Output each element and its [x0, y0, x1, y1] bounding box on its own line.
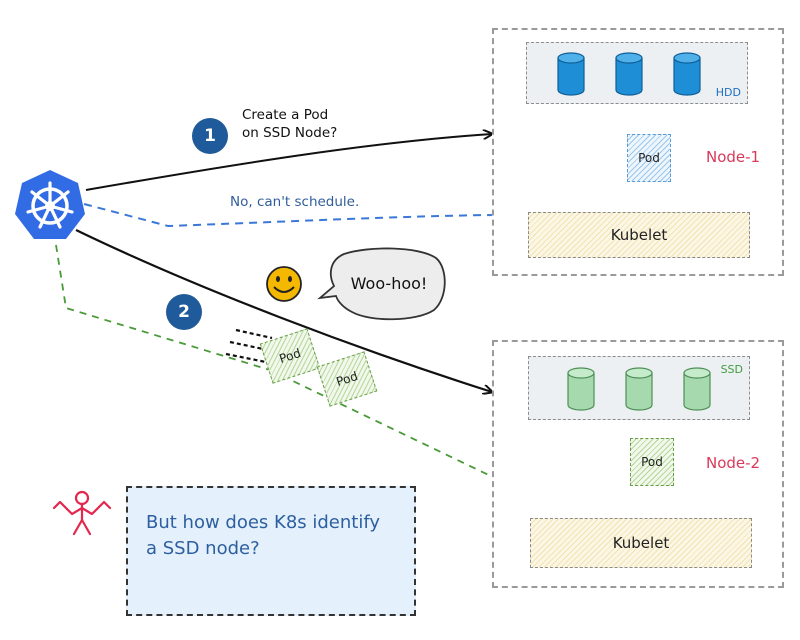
node-2-label: Node-2 [706, 454, 761, 472]
node-1-pod[interactable]: Pod [627, 134, 671, 182]
disk-cylinder-icon [683, 367, 711, 411]
confused-person-icon [52, 490, 112, 536]
reject-line [83, 203, 496, 228]
node-2-pod[interactable]: Pod [630, 438, 674, 486]
disk-cylinder-icon [625, 367, 653, 411]
ssd-disk-tray: SSD [528, 356, 750, 420]
motion-lines [225, 328, 273, 364]
question-line-1: But how does K8s identify [146, 512, 381, 533]
node-2-kubelet[interactable]: Kubelet [530, 518, 752, 568]
green-dashed-line-right [269, 369, 496, 479]
node-1-label: Node-1 [706, 148, 761, 166]
question-line-2: a SSD node? [146, 538, 260, 559]
request-arrow [85, 134, 492, 191]
kubernetes-logo-icon[interactable] [10, 166, 90, 246]
disk-cylinder-icon [567, 367, 595, 411]
hdd-disk-label: HDD [715, 86, 741, 99]
create-pod-line-2: on SSD Node? [242, 125, 338, 141]
disk-cylinder-icon [615, 52, 643, 96]
hdd-disk-tray: HDD [526, 42, 748, 104]
question-box: But how does K8s identify a SSD node? [126, 486, 416, 616]
disk-cylinder-icon [673, 52, 701, 96]
reject-message: No, can't schedule. [230, 194, 360, 210]
node-1-kubelet[interactable]: Kubelet [528, 212, 750, 258]
node-1-box[interactable]: HDD Pod Node-1 Kubelet [492, 28, 784, 276]
disk-cylinder-icon [557, 52, 585, 96]
create-pod-message: Create a Pod on SSD Node? [242, 106, 337, 142]
create-pod-line-1: Create a Pod [242, 107, 329, 123]
step-2-badge: 2 [166, 294, 202, 330]
speech-bubble-text: Woo-hoo! [350, 273, 428, 293]
step-1-badge: 1 [192, 118, 228, 154]
schedule-arrow [75, 229, 492, 392]
node-2-box[interactable]: SSD Pod Node-2 Kubelet [492, 340, 784, 588]
smiley-face-icon [266, 266, 302, 302]
ssd-disk-label: SSD [720, 363, 743, 376]
green-dashed-line-left [55, 244, 271, 371]
speech-bubble-shape [317, 247, 446, 321]
